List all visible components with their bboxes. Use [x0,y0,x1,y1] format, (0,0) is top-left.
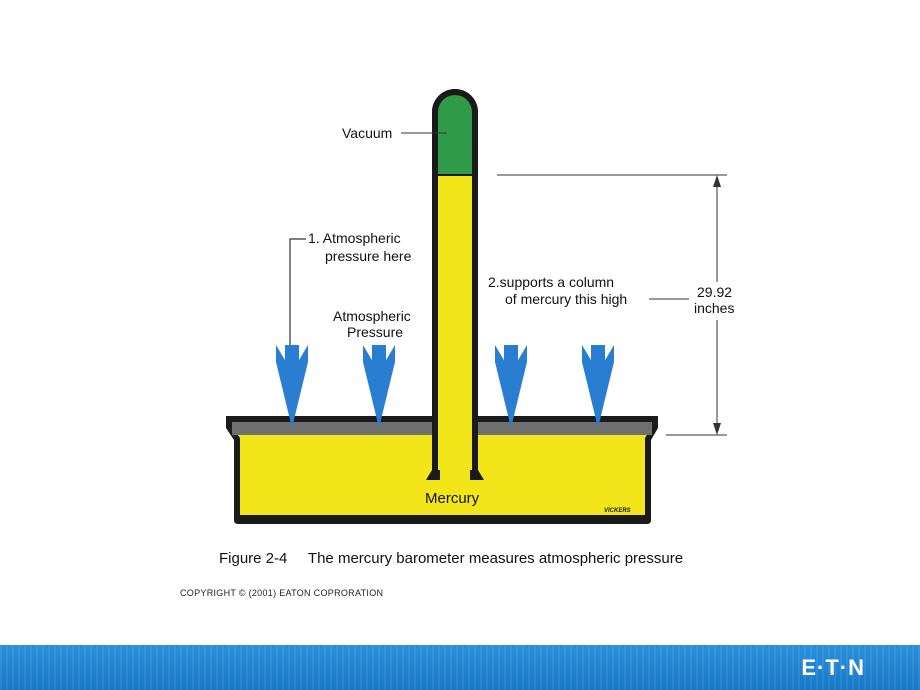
supports-label-line2: of mercury this high [505,291,627,307]
eaton-logo: E·T·N [801,655,865,680]
maker-mark: VICKERS [604,508,631,514]
height-value: 29.92 [697,284,732,300]
tube-lip-left [426,470,440,480]
pressure-label-line2: Pressure [347,324,403,340]
supports-label-line1: 2.supports a column [488,274,614,290]
footer-bar [0,645,920,690]
dimension-arrow-down [713,423,721,435]
figure-caption: Figure 2-4 The mercury barometer measure… [219,550,684,567]
mercury-label: Mercury [425,490,480,507]
tube-cap [432,89,478,112]
vacuum-label: Vacuum [342,125,392,141]
pressure-arrow-3 [495,345,527,428]
tube-wall-left [432,110,438,480]
height-unit: inches [694,300,734,316]
barometer-diagram: Vacuum 1. Atmospheric pressure here Atmo… [226,89,734,524]
pressure-label-line1: Atmospheric [333,308,411,324]
atmospheric-leader [289,238,306,345]
copyright-notice: COPYRIGHT © (2001) EATON COPRORATION [180,588,384,598]
tube-lip-right [470,470,484,480]
pressure-arrow-4 [582,345,614,428]
vacuum-space [437,92,473,175]
atmospheric-label-line1: 1. Atmospheric [308,230,401,246]
tube-wall-right [472,110,478,480]
mercury-column [437,175,473,480]
dimension-arrow-up [713,175,721,187]
atmospheric-label-line2: pressure here [325,248,412,264]
pressure-arrow-2 [363,345,395,428]
pressure-arrow-1 [276,345,308,428]
